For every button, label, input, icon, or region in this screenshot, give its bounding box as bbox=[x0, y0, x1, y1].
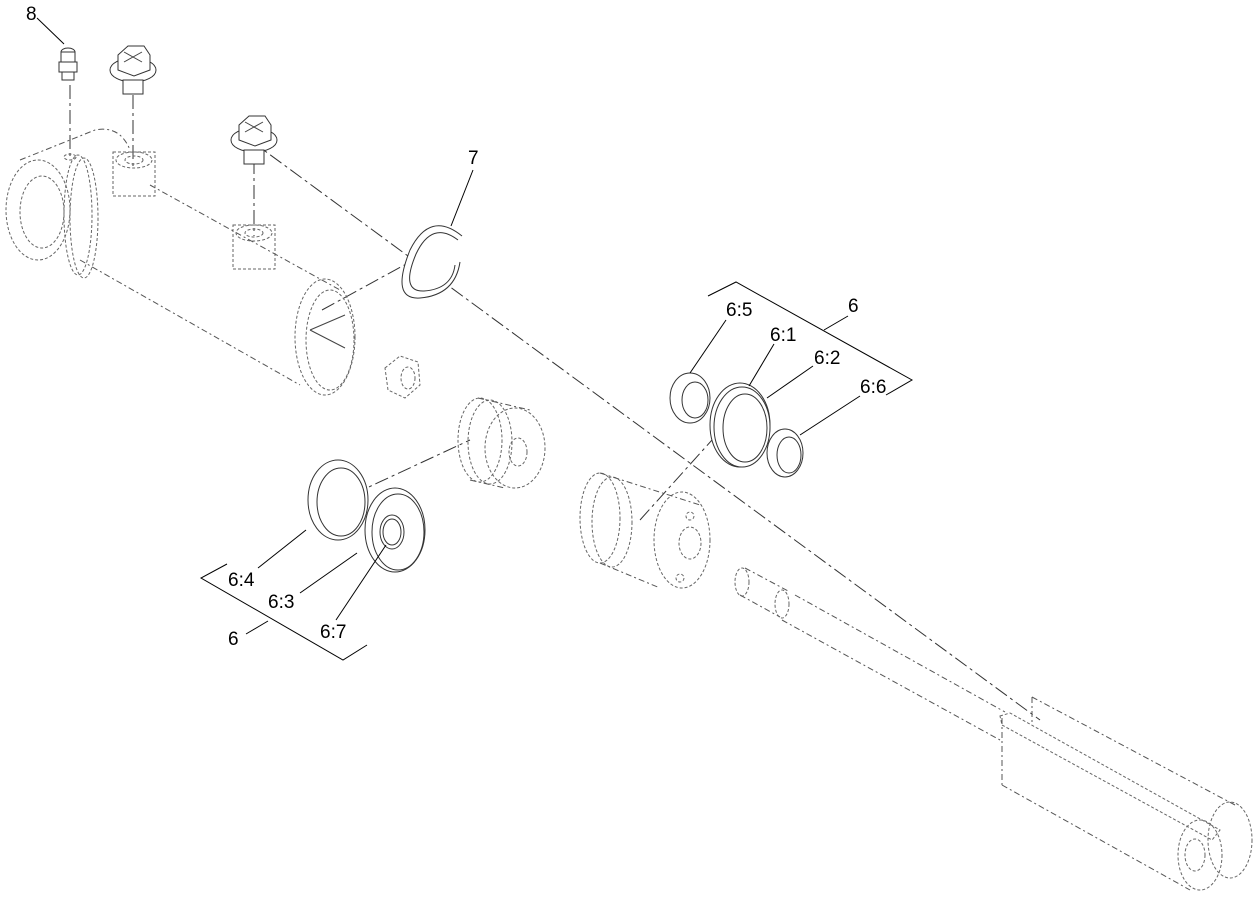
callout-6-6: 6:6 bbox=[860, 377, 886, 398]
assembly-axis-lines bbox=[69, 85, 1041, 721]
kit-bracket-lower bbox=[199, 563, 368, 661]
cylinder-barrel bbox=[5, 128, 356, 396]
seal-6-4 bbox=[307, 459, 369, 541]
rod-gland bbox=[579, 472, 711, 589]
leader-lines bbox=[36, 17, 861, 621]
hex-nut bbox=[384, 355, 421, 399]
callout-7: 7 bbox=[468, 148, 479, 169]
hex-plug-2 bbox=[230, 115, 278, 165]
retaining-ring bbox=[401, 225, 463, 299]
callout-6-7: 6:7 bbox=[320, 622, 346, 643]
callout-labels: 8 7 6 6:5 6:1 6:2 6:6 6:4 6:3 6:7 6 bbox=[26, 4, 886, 650]
grease-fitting bbox=[58, 47, 78, 81]
hex-plug-1 bbox=[109, 45, 157, 95]
rod-clevis bbox=[999, 696, 1253, 891]
seal-6-1 bbox=[709, 382, 771, 468]
piston-rod bbox=[734, 567, 1006, 741]
callout-6-1: 6:1 bbox=[770, 325, 796, 346]
callout-6-5: 6:5 bbox=[726, 300, 752, 321]
callout-6-lower: 6 bbox=[228, 629, 239, 650]
kit-bracket-upper bbox=[707, 281, 914, 396]
callout-6-4: 6:4 bbox=[228, 570, 255, 591]
callout-6-2: 6:2 bbox=[814, 348, 840, 369]
seal-6-5 bbox=[669, 372, 711, 424]
seal-6-7 bbox=[379, 514, 405, 550]
callout-6-upper: 6 bbox=[848, 296, 859, 317]
callout-8: 8 bbox=[26, 4, 37, 25]
piston bbox=[457, 397, 546, 489]
seal-6-6 bbox=[766, 428, 804, 478]
callout-6-3: 6:3 bbox=[268, 592, 294, 613]
